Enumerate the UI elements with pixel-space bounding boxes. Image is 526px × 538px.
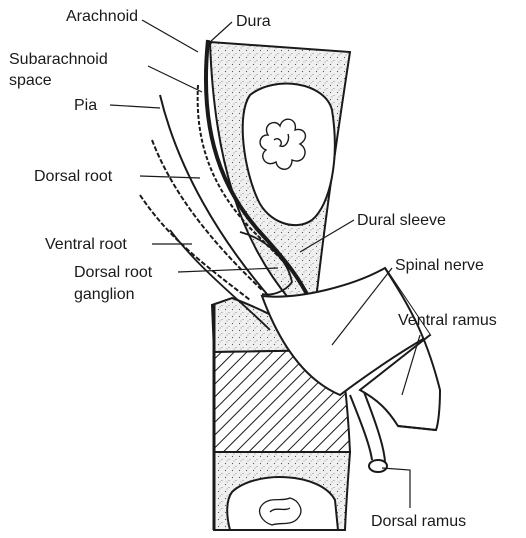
dorsal-ramus-leader: [382, 468, 410, 508]
ventral-root-strand: [140, 195, 250, 300]
dorsal-root-ganglion-label-line1: Dorsal root: [74, 263, 152, 282]
ventral-ramus-label: Ventral ramus: [398, 311, 497, 330]
dorsal-root-label: Dorsal root: [34, 167, 112, 186]
dorsal-ramus-end: [369, 460, 387, 472]
dorsal-root-leader: [140, 176, 200, 178]
pia-label: Pia: [74, 96, 97, 115]
dural-sleeve-label: Dural sleeve: [357, 211, 446, 230]
dorsal-ramus-label: Dorsal ramus: [371, 512, 466, 531]
arachnoid-leader: [142, 20, 198, 52]
dura-leader: [210, 22, 232, 42]
ganglion-leader: [178, 268, 278, 272]
arachnoid-label: Arachnoid: [66, 7, 138, 26]
pia-leader: [110, 105, 160, 108]
subarachnoid-space-label-line2: space: [9, 71, 52, 90]
dorsal-root-ganglion-label-line2: ganglion: [74, 285, 135, 304]
dura-label: Dura: [236, 12, 271, 31]
ventral-root-label: Ventral root: [45, 235, 127, 254]
subarachnoid-leader: [148, 66, 202, 92]
spinal-nerve-label: Spinal nerve: [395, 256, 484, 275]
subarachnoid-space-label-line1: Subarachnoid: [9, 50, 108, 69]
